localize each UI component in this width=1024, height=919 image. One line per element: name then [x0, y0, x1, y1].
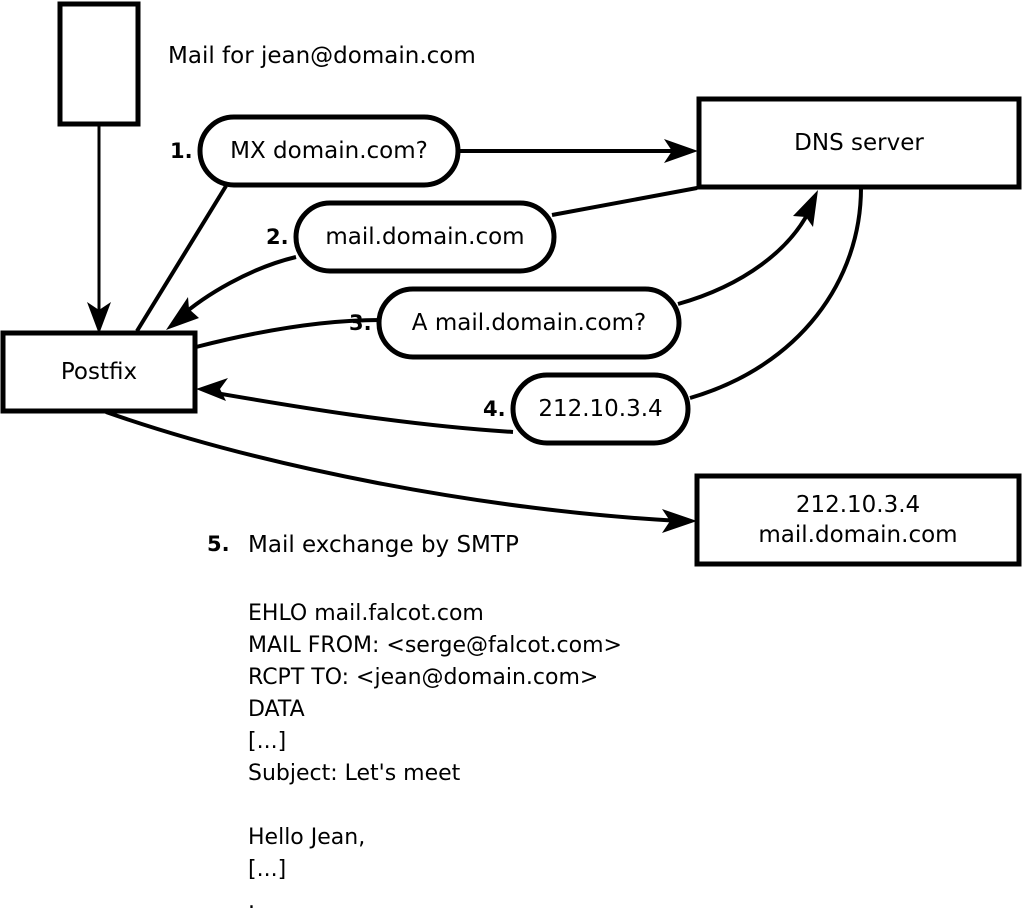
- smtp-transcript-line: [...]: [248, 857, 287, 882]
- smtp-transcript-line: [...]: [248, 729, 287, 754]
- page-title: Mail for jean@domain.com: [168, 43, 476, 69]
- smtp-transcript-line: .: [248, 889, 255, 914]
- destination-server-box: [694, 473, 1022, 567]
- smtp-transcript-line: MAIL FROM: <serge@falcot.com>: [248, 633, 622, 658]
- bubble-mx-answer: [293, 200, 557, 274]
- smtp-transcript-line: RCPT TO: <jean@domain.com>: [248, 665, 599, 690]
- step-number-5: 5.: [207, 532, 230, 556]
- edge-postfix-to-destination: [105, 410, 697, 533]
- step-number-1: 1.: [170, 139, 193, 163]
- edge-dns-to-ip-bubble: [689, 187, 863, 400]
- dns-server-box: [696, 96, 1022, 190]
- edge-postfix-to-a-query-bubble: [195, 318, 381, 349]
- edge-a-query-bubble-to-dns: [677, 190, 818, 306]
- step-5-label: Mail exchange by SMTP: [248, 532, 519, 558]
- edge-answer-bubble-to-postfix: [166, 255, 297, 330]
- source-mail-box: [57, 1, 141, 127]
- edge-postfix-to-mx-bubble: [135, 184, 228, 333]
- step-number-3: 3.: [349, 311, 372, 335]
- bubble-a-answer: [510, 372, 691, 446]
- smtp-transcript-line: EHLO mail.falcot.com: [248, 601, 484, 626]
- bubble-a-query: [376, 286, 682, 360]
- smtp-transcript-line: Hello Jean,: [248, 825, 366, 850]
- step-number-4: 4.: [483, 397, 506, 421]
- edge-source-to-postfix: [87, 124, 111, 334]
- postfix-box: [0, 330, 198, 414]
- edge-ip-bubble-to-postfix: [196, 378, 514, 434]
- step-number-2: 2.: [266, 225, 289, 249]
- smtp-transcript-line: Subject: Let's meet: [248, 761, 461, 786]
- edge-mx-bubble-to-dns: [460, 139, 698, 163]
- edge-dns-to-answer-bubble: [551, 186, 698, 217]
- smtp-transcript-line: [248, 790, 622, 822]
- bubble-mx-query: [197, 114, 461, 188]
- smtp-transcript-line: DATA: [248, 697, 305, 722]
